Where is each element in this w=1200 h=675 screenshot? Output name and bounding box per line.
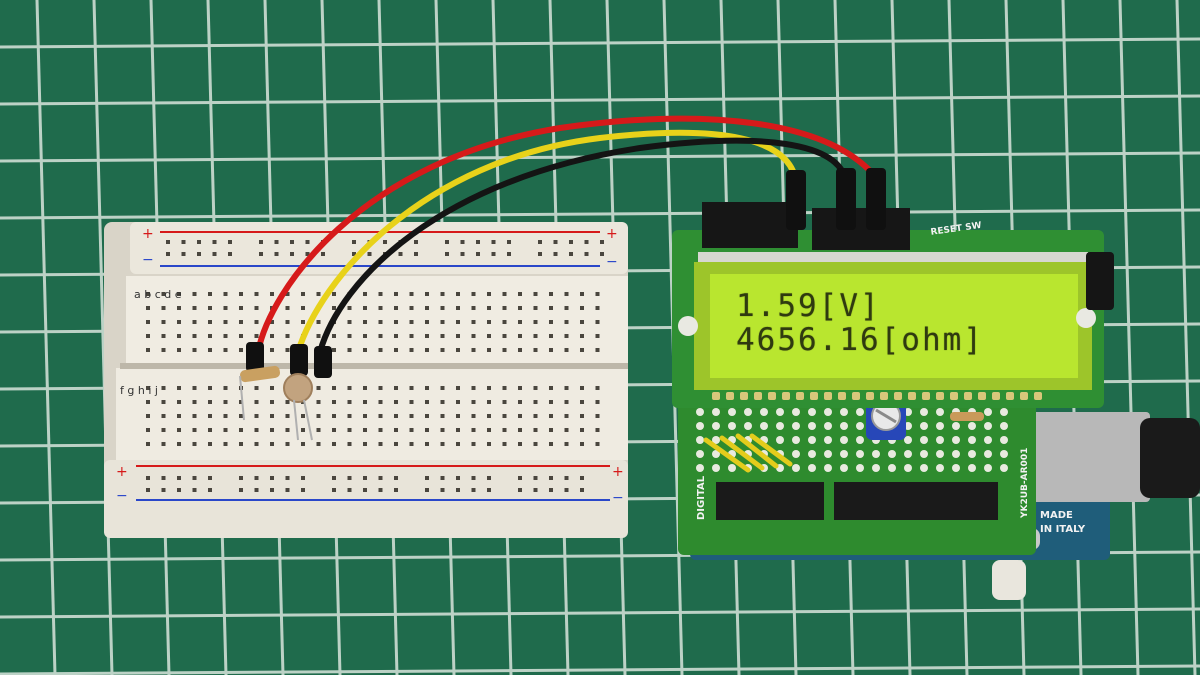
red-wire-plug	[866, 168, 886, 230]
yellow-wire	[295, 129, 799, 355]
model-label: YK2UB-AR001	[1020, 447, 1030, 518]
lcd-pin-row	[712, 392, 1042, 400]
svg-text:+: +	[116, 464, 128, 480]
resistor	[240, 365, 280, 383]
made-label-line-2: IN ITALY	[1040, 524, 1086, 535]
mount-hole-right	[1076, 308, 1096, 328]
jumper-wires	[255, 115, 881, 355]
yellow-jumper-pins	[703, 433, 793, 473]
wire-plugs	[246, 168, 886, 378]
svg-text:+: +	[606, 226, 618, 242]
breadboard-row-letters-top: a b c d e	[134, 288, 182, 301]
usb-cable	[1140, 418, 1200, 498]
photoresistor-cds	[283, 373, 313, 403]
digital-header-left	[716, 482, 824, 520]
svg-text:−: −	[142, 252, 154, 268]
red-wire-bb-plug	[246, 342, 264, 372]
black-wire-bb-plug	[314, 346, 332, 378]
female-header-right	[812, 208, 910, 250]
breadboard-row-letters-bottom: f g h i j	[120, 384, 158, 397]
small-resistor	[950, 412, 984, 421]
svg-text:+: +	[612, 464, 624, 480]
black-wire-plug	[836, 168, 856, 230]
lcd-line-2: 4656.16[ohm]	[736, 322, 984, 358]
yellow-wire-plug	[786, 170, 806, 230]
lcd-screen	[710, 274, 1078, 378]
made-label-line-1: MADE	[1040, 510, 1073, 521]
arduino-stack	[672, 202, 1200, 600]
svg-text:−: −	[116, 488, 128, 504]
digital-header-right	[834, 482, 998, 520]
yellow-wire-bb-plug	[290, 344, 308, 376]
nylon-spacer	[992, 560, 1026, 600]
usb-connector	[1030, 412, 1150, 502]
mount-hole-left	[678, 316, 698, 336]
svg-text:−: −	[606, 254, 618, 270]
black-wire	[317, 137, 849, 355]
svg-text:−: −	[612, 490, 624, 506]
breadboard: + + − − + + − −	[104, 222, 628, 538]
side-button	[1086, 252, 1114, 310]
svg-text:+: +	[142, 226, 154, 242]
breadboard-holes	[146, 240, 604, 492]
lcd-line-1: 1.59[V]	[736, 288, 881, 324]
red-wire	[255, 115, 881, 355]
components	[239, 365, 313, 441]
digital-label: DIGITAL	[696, 475, 707, 520]
female-header-left	[702, 202, 798, 248]
